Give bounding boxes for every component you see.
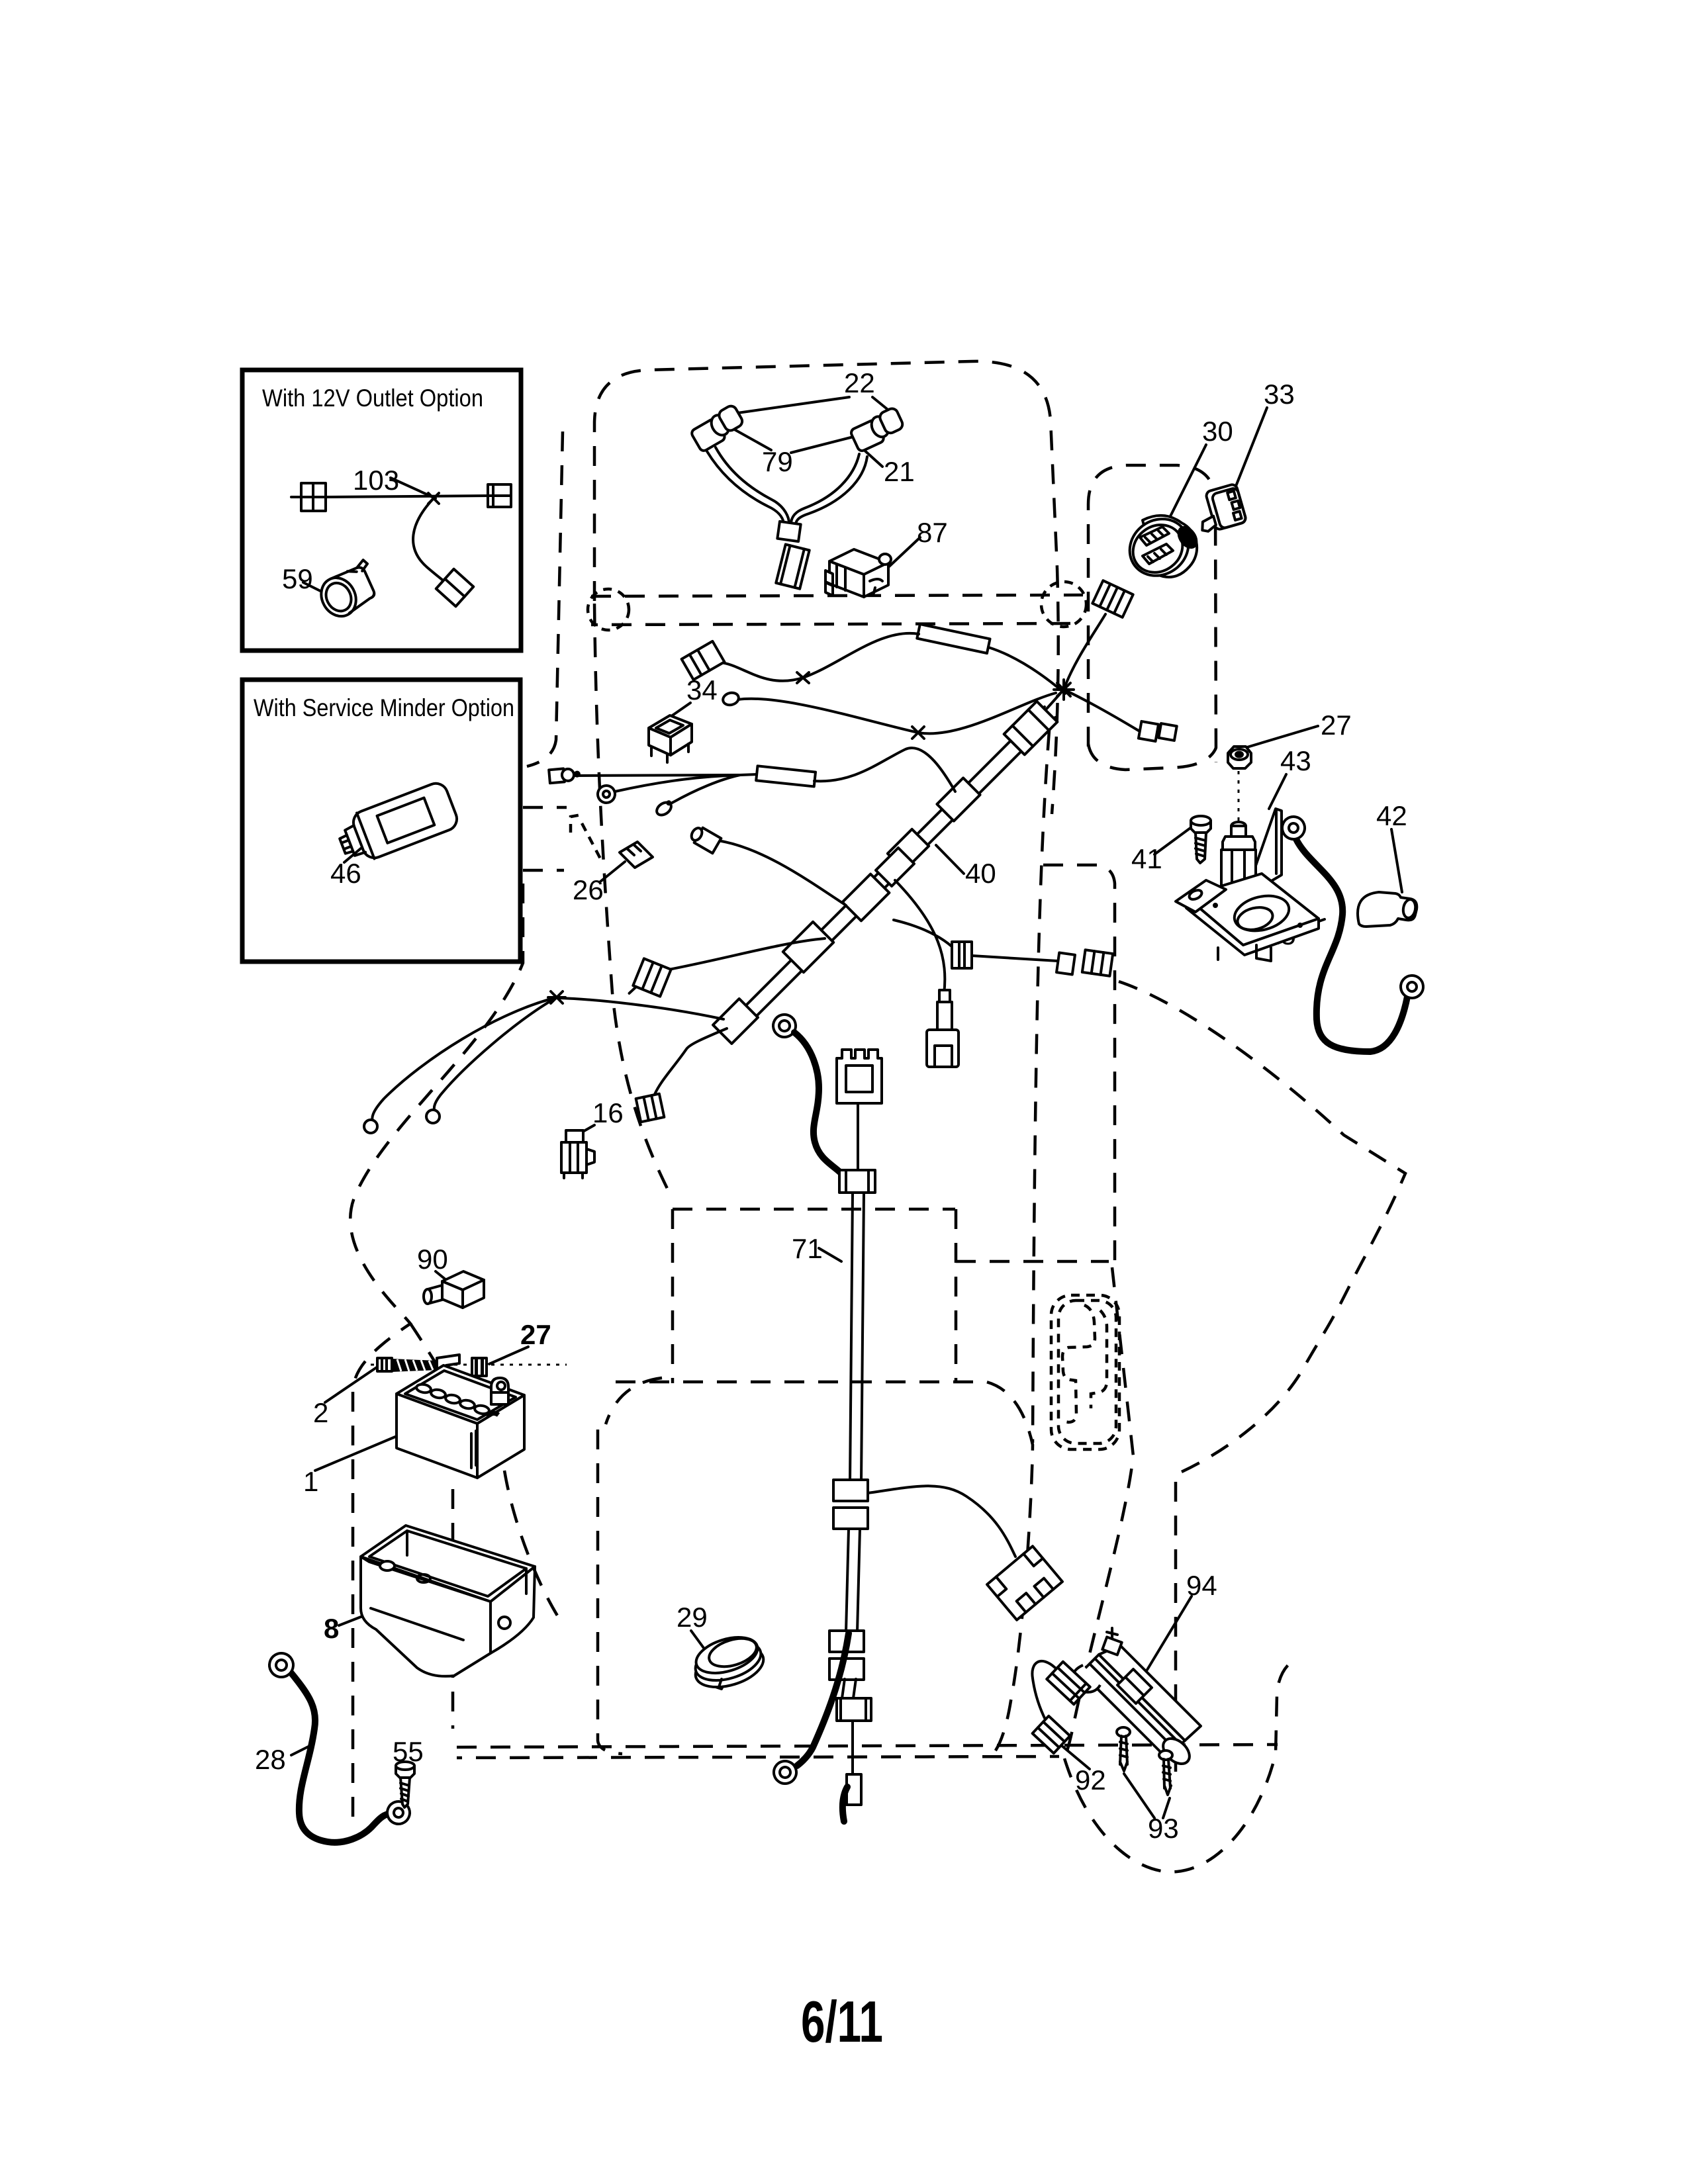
svg-text:28: 28 [255, 1744, 286, 1775]
svg-text:8: 8 [324, 1613, 339, 1644]
svg-text:30: 30 [1202, 416, 1233, 447]
svg-text:41: 41 [1131, 843, 1162, 874]
svg-text:90: 90 [417, 1244, 448, 1275]
svg-text:With Service Minder Option: With Service Minder Option [254, 694, 514, 721]
svg-text:43: 43 [1280, 745, 1311, 776]
svg-text:103: 103 [353, 465, 399, 496]
svg-text:27: 27 [520, 1319, 551, 1350]
svg-text:29: 29 [677, 1602, 708, 1633]
svg-text:33: 33 [1264, 379, 1295, 410]
svg-text:21: 21 [884, 456, 915, 487]
svg-text:2: 2 [313, 1397, 328, 1428]
svg-text:87: 87 [917, 517, 948, 548]
svg-text:1: 1 [303, 1466, 318, 1497]
svg-text:71: 71 [792, 1233, 823, 1264]
svg-text:26: 26 [573, 874, 604, 905]
svg-text:16: 16 [592, 1097, 624, 1128]
svg-text:With 12V Outlet Option: With 12V Outlet Option [262, 385, 483, 412]
svg-text:46: 46 [330, 858, 361, 889]
svg-text:42: 42 [1376, 800, 1407, 831]
svg-text:6/11: 6/11 [801, 1989, 883, 2054]
svg-text:79: 79 [762, 446, 793, 477]
svg-text:22: 22 [844, 367, 875, 398]
svg-text:59: 59 [282, 563, 313, 594]
svg-text:27: 27 [1321, 709, 1352, 741]
svg-text:40: 40 [965, 858, 996, 889]
svg-text:34: 34 [686, 674, 718, 705]
